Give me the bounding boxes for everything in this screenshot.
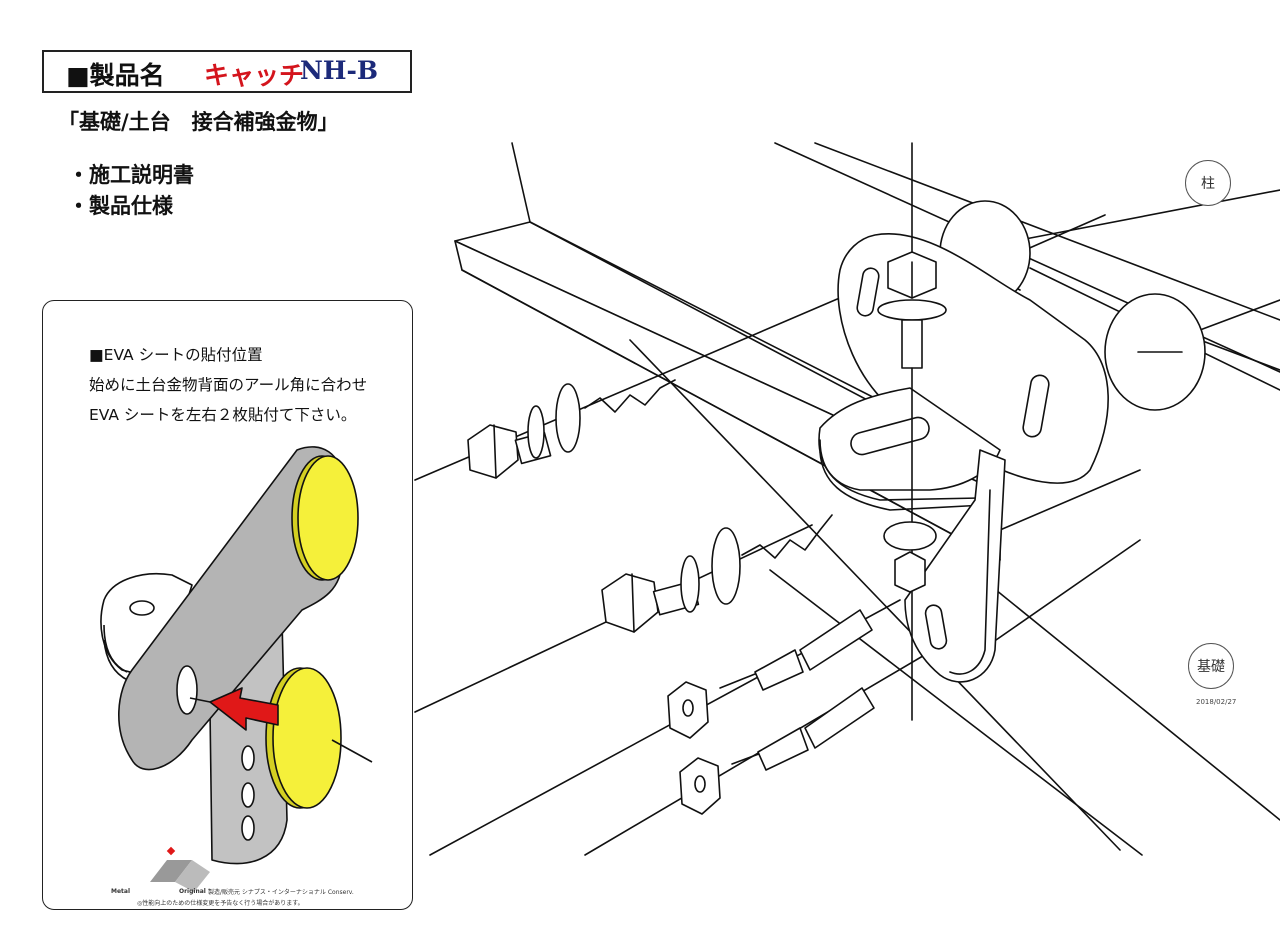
washer-2a [680, 555, 700, 613]
inset-plate-slot [176, 665, 198, 715]
pillar-label: 柱 [1185, 160, 1231, 206]
anchor-sleeve-2 [804, 687, 875, 749]
inset-vertical-plate [209, 619, 288, 865]
eva-sheet-inset-panel: ■EVA シートの貼付位置 始めに土台金物背面のアール角に合わせ EVA シート… [42, 300, 413, 910]
inset-instruction-line2: EVA シートを左右２枚貼付て下さい。 [89, 406, 357, 424]
lag-screw-thread-1 [584, 379, 676, 413]
eva-sheet-upper [297, 455, 359, 581]
inset-illustration [100, 446, 373, 892]
washer-1b [555, 383, 581, 453]
bracket-slot-lower [924, 604, 948, 650]
logo-left-text: Metal [111, 888, 131, 895]
logo-right-text: Original [179, 888, 206, 895]
foundation-edge-2 [769, 569, 1143, 856]
product-name-code: NH-B [300, 56, 378, 85]
foundation-edge-1 [629, 339, 1121, 851]
anchor-thread-2 [757, 727, 809, 771]
product-subtitle: 「基礎/土台 接合補強金物」 [58, 109, 339, 134]
back-plate-slot-1 [856, 267, 880, 317]
beam-line-5 [1199, 299, 1280, 331]
foundation-edge-3 [995, 589, 1280, 821]
company-name: 製造/販売元 シナプス・インターナショナル Conserv. [208, 889, 354, 896]
inset-instruction-line1: 始めに土台金物背面のアール角に合わせ [89, 376, 368, 394]
red-arrow-icon [209, 687, 279, 731]
beam-line-6 [1199, 339, 1280, 371]
washer-1a [527, 405, 545, 459]
inset-heading: ■EVA シートの貼付位置 [89, 346, 263, 364]
document-date: 2018/02/27 [1196, 698, 1237, 706]
back-plate-slot-2 [1022, 374, 1050, 438]
anchor-nut-2 [679, 757, 721, 815]
flange-nut [894, 551, 926, 593]
anchor-sleeve-1 [799, 609, 873, 671]
eva-sheet-lower [272, 667, 342, 809]
hex-bolt-head-2 [601, 573, 659, 633]
product-title-box: ■製品名 キャッチ NH-B [42, 50, 412, 93]
washer-top [877, 299, 947, 321]
foundation-label: 基礎 [1188, 643, 1234, 689]
beam-line-2 [814, 142, 1280, 321]
anchor-nut-1 [667, 681, 709, 739]
product-name-jp: キャッチ [204, 61, 305, 90]
list-item-instructions: ・施工説明書 [68, 162, 194, 187]
foundation-edge-4 [999, 469, 1141, 531]
hex-bolt-head-1 [467, 424, 519, 479]
flange-bolt-head [883, 521, 937, 551]
anchor-thread-1 [754, 649, 804, 691]
disclaimer: ◎性能向上のための仕様変更を予告なく行う場合があります。 [137, 900, 304, 907]
lag-screw-thread-2 [741, 514, 833, 559]
foundation-edge-5 [995, 539, 1141, 641]
washer-2b [711, 527, 741, 605]
company-logo-icon [150, 846, 210, 892]
wall-edge-line [511, 142, 531, 223]
list-item-specs: ・製品仕様 [68, 193, 173, 218]
bracket-slot [850, 416, 930, 456]
beam-line-3 [1019, 189, 1280, 241]
product-title-label: ■製品名 [66, 61, 165, 90]
bolt-shank-top [901, 319, 923, 369]
